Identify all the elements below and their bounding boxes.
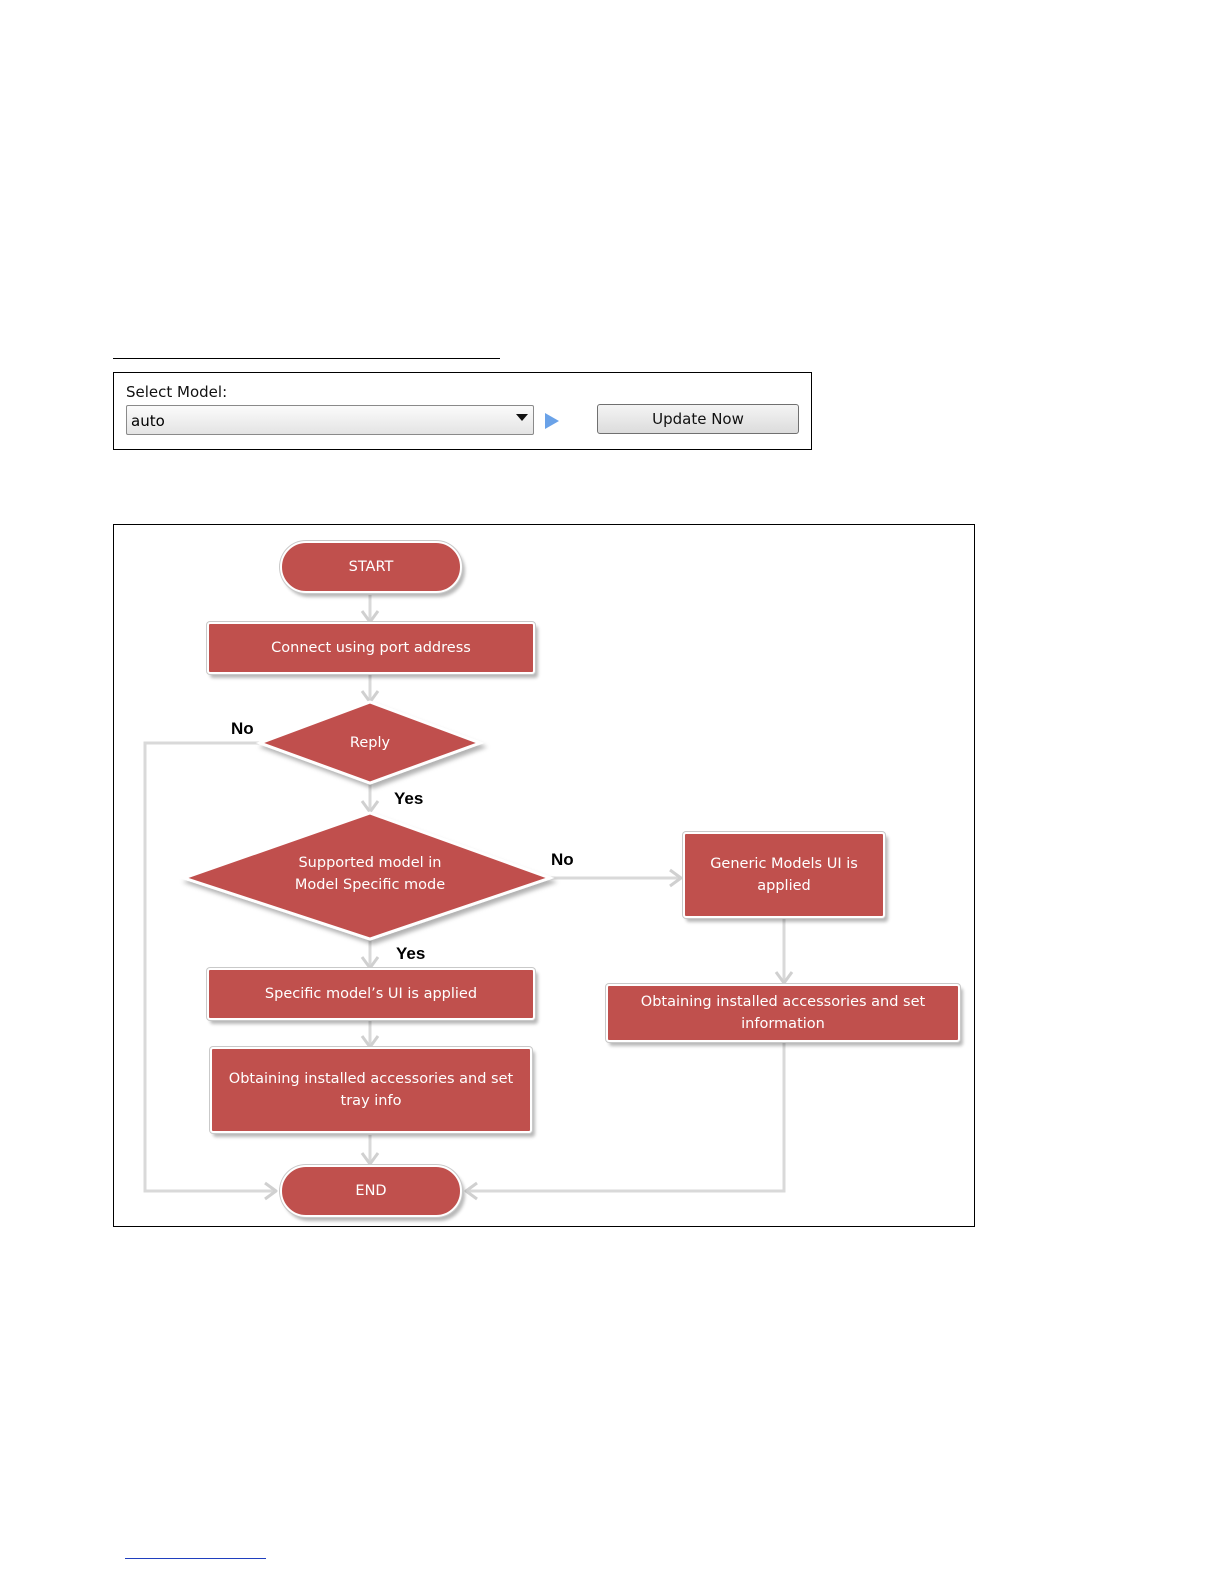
model-select[interactable]: auto [126, 405, 534, 435]
start-node: START [280, 541, 462, 593]
update-now-button[interactable]: Update Now [597, 404, 799, 434]
connect-node-label: Connect using port address [271, 637, 471, 659]
start-node-label: START [349, 556, 394, 578]
supported-yes-label: Yes [396, 944, 425, 964]
specific-model-node: Specific model’s UI is applied [207, 968, 535, 1020]
section-rule [113, 358, 500, 359]
reply-yes-label: Yes [394, 789, 423, 809]
supported-model-decision-text: Supported model in Model Specific mode [260, 851, 480, 897]
footnote-rule [125, 1558, 266, 1559]
select-model-label: Select Model: [126, 383, 227, 401]
connect-node: Connect using port address [207, 622, 535, 674]
reply-no-label: No [231, 719, 254, 739]
specific-model-label: Specific model’s UI is applied [265, 983, 477, 1005]
supported-model-label-line1: Supported model in [298, 852, 441, 874]
end-node: END [280, 1165, 462, 1217]
obtain-information-label-line1: Obtaining installed accessories and set [641, 991, 925, 1013]
select-model-panel: Select Model: auto Update Now [113, 372, 812, 450]
reply-decision-label: Reply [350, 732, 390, 754]
generic-models-label-line1: Generic Models UI is [710, 853, 858, 875]
obtain-tray-info-label-line2: tray info [341, 1090, 402, 1112]
flowchart: START Connect using port address Reply S… [113, 524, 975, 1227]
chevron-down-icon[interactable] [516, 414, 528, 421]
obtain-information-node: Obtaining installed accessories and set … [606, 984, 960, 1042]
obtain-tray-info-label-line1: Obtaining installed accessories and set [229, 1068, 513, 1090]
supported-no-label: No [551, 850, 574, 870]
generic-models-label-line2: applied [757, 875, 810, 897]
model-select-value: auto [131, 412, 165, 430]
reply-decision-text: Reply [290, 729, 450, 757]
obtain-information-label-line2: information [741, 1013, 825, 1035]
obtain-tray-info-node: Obtaining installed accessories and set … [210, 1047, 532, 1133]
generic-models-node: Generic Models UI is applied [683, 832, 885, 918]
end-node-label: END [355, 1180, 386, 1202]
play-arrow-icon[interactable] [545, 413, 559, 429]
supported-model-label-line2: Model Specific mode [295, 874, 445, 896]
